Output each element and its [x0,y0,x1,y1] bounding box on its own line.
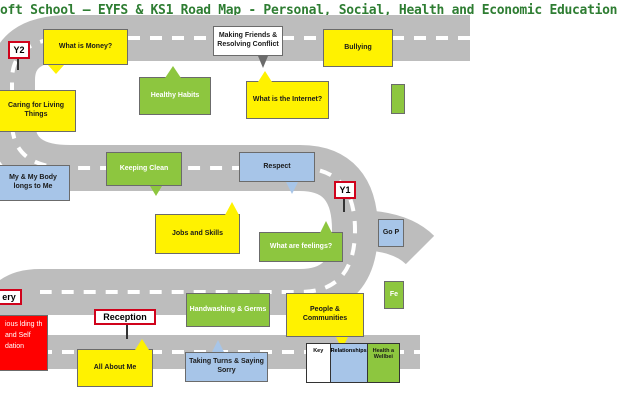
bubble-tail [258,71,272,82]
y1-sign: Y1 [334,181,356,199]
page-title: oft School – EYFS & KS1 Road Map - Perso… [0,3,617,18]
bubble-jobs-and-skills: Jobs and Skills [155,214,240,254]
y2-sign: Y2 [8,41,30,59]
bubble-keeping-clean: Keeping Clean [106,152,182,186]
reception-sign-post [126,323,128,339]
bubble-handwashing: Handwashing & Germs [186,293,270,327]
key-label: Key [307,344,331,382]
bubble-caring-living-things: Caring for Living Things [0,90,76,132]
bubble-making-friends: Making Friends & Resolving Conflict [213,26,283,56]
nursery-sign: ery [0,289,22,305]
bubble-tail [258,56,268,68]
bubble-tail [135,339,149,350]
y2-sign-post [17,58,19,70]
bubble-right-edge-top [391,84,405,114]
bubble-tail [225,202,239,215]
bubble-me-and-my-body: My & My Body longs to Me [0,165,70,201]
bubble-bullying: Bullying [323,29,393,67]
bubble-right-edge-blue: Go P [378,219,404,247]
key-relationships: Relationships [330,344,368,382]
bubble-tail [150,186,162,196]
bubble-what-is-money: What is Money? [43,29,128,65]
y1-sign-post [343,198,345,212]
bubble-all-about-me: All About Me [77,349,153,387]
bubble-tail [165,66,181,78]
bubble-what-is-internet: What is the Internet? [246,81,329,119]
bubble-people-communities: People & Communities [286,293,364,337]
bubble-right-edge-green: Fe [384,281,404,309]
bubble-what-are-feelings: What are feelings? [259,232,343,262]
key-health: Health a Wellbei [367,344,399,382]
bubble-tail [48,65,64,74]
key-legend: Key Relationships Health a Wellbei [306,343,400,383]
red-box-focus-areas: ious lding th and Self dation [0,315,48,371]
reception-sign: Reception [94,309,156,325]
bubble-respect: Respect [239,152,315,182]
bubble-tail [286,182,298,194]
bubble-healthy-habits: Healthy Habits [139,77,211,115]
bubble-tail [212,340,224,352]
bubble-taking-turns: Taking Turns & Saying Sorry [185,352,268,382]
bubble-tail [320,221,332,233]
